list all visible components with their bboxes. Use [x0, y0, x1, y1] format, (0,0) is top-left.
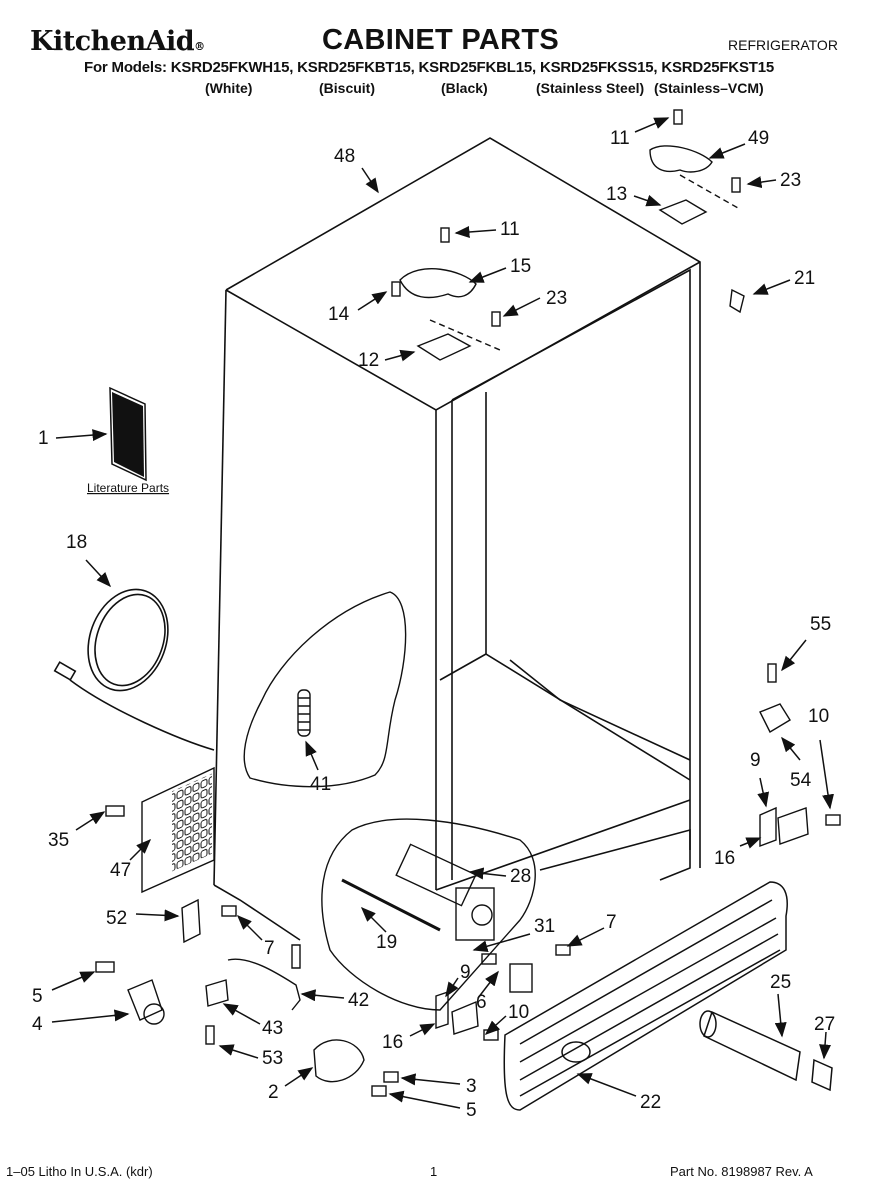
callout-43: 43: [262, 1018, 283, 1039]
page-title: CABINET PARTS: [322, 24, 559, 56]
callout-21: 21: [794, 268, 815, 289]
cabinet-cutaway: [243, 591, 407, 788]
callout-10: 10: [508, 1002, 529, 1023]
callout-31: 31: [534, 916, 555, 937]
callout-labels: 11 49 23 13 48 11 15 14 23 21 12 1 18 55…: [32, 128, 835, 1121]
callout-52: 52: [106, 908, 127, 929]
callout-2: 2: [268, 1082, 279, 1103]
callout-7: 7: [606, 912, 617, 933]
callout-28: 28: [510, 866, 531, 887]
cabinet-shell: [213, 137, 701, 941]
callout-7: 7: [264, 938, 275, 959]
toe-grille: [503, 881, 788, 1111]
callout-47: 47: [110, 860, 131, 881]
callout-5: 5: [466, 1100, 477, 1121]
variant-stainless-steel: (Stainless Steel): [536, 80, 645, 96]
variant-black: (Black): [441, 80, 488, 96]
water-filter: [699, 1010, 833, 1092]
callout-54: 54: [790, 770, 812, 791]
lower-hardware: [95, 805, 571, 1097]
callout-23: 23: [780, 170, 801, 191]
rear-access-panel: [141, 766, 215, 894]
callout-10: 10: [808, 706, 829, 727]
callout-3: 3: [466, 1076, 477, 1097]
callout-18: 18: [66, 532, 87, 553]
footer-part-number: Part No. 8198987 Rev. A: [670, 1164, 813, 1179]
brand-logo: KitchenAid®: [30, 26, 205, 57]
callout-19: 19: [376, 932, 397, 953]
callout-41: 41: [310, 774, 331, 795]
callout-14: 14: [328, 304, 350, 325]
literature-booklet: [109, 386, 147, 482]
footer-litho: 1–05 Litho In U.S.A. (kdr): [6, 1164, 153, 1179]
literature-parts-link[interactable]: Literature Parts: [87, 481, 169, 495]
top-hinge-assembly: [391, 109, 745, 361]
variant-stainless-vcm: (Stainless–VCM): [654, 80, 764, 96]
callout-35: 35: [48, 830, 69, 851]
callout-53: 53: [262, 1048, 283, 1069]
callout-5: 5: [32, 986, 43, 1007]
callout-13: 13: [606, 184, 627, 205]
variant-white: (White): [205, 80, 253, 96]
callout-49: 49: [748, 128, 769, 149]
lower-cutaway: [321, 818, 536, 1011]
callout-48: 48: [334, 146, 355, 167]
callout-42: 42: [348, 990, 369, 1011]
footer-page-number: 1: [430, 1164, 438, 1179]
callout-23: 23: [546, 288, 567, 309]
callout-27: 27: [814, 1014, 835, 1035]
power-cord: [53, 588, 215, 751]
variant-biscuit: (Biscuit): [319, 80, 375, 96]
callout-11: 11: [610, 128, 630, 149]
callout-22: 22: [640, 1092, 661, 1113]
callout-9: 9: [460, 962, 471, 983]
callout-12: 12: [358, 350, 379, 371]
callout-16: 16: [714, 848, 735, 869]
callout-16: 16: [382, 1032, 403, 1053]
product-type: REFRIGERATOR: [728, 37, 838, 53]
lower-right-hinge: [759, 663, 841, 848]
callout-15: 15: [510, 256, 531, 277]
callout-1: 1: [38, 428, 49, 449]
callout-25: 25: [770, 972, 791, 993]
callout-9: 9: [750, 750, 761, 771]
callout-55: 55: [810, 614, 831, 635]
leader-arrows: [51, 117, 834, 1109]
callout-11: 11: [500, 219, 520, 240]
model-list: For Models: KSRD25FKWH15, KSRD25FKBT15, …: [84, 59, 774, 76]
callout-4: 4: [32, 1014, 43, 1035]
callout-6: 6: [476, 992, 487, 1013]
